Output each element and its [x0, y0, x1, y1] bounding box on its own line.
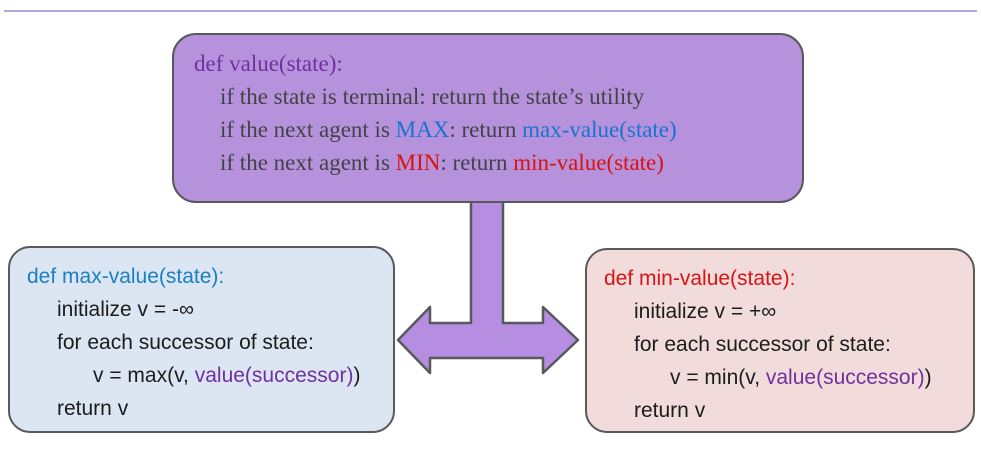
value-box-line-terminal: if the state is terminal: return the sta… — [220, 84, 645, 109]
max-box-line-for: for each successor of state: — [57, 331, 314, 354]
min-update-prefix: v = min(v, — [670, 366, 766, 389]
max-value-call: max-value(state) — [522, 117, 677, 142]
split-arrow-shape — [396, 197, 580, 375]
min-box-line-update: v = min(v, value(successor)) — [670, 361, 973, 394]
min-box-line-init: initialize v = +∞ — [634, 300, 777, 323]
min-box-line-for: for each successor of state: — [634, 333, 891, 356]
value-box-line-min: if the next agent is MIN: return min-val… — [220, 146, 802, 179]
value-successor-call: value(successor) — [194, 364, 354, 387]
min-update-suffix: ) — [924, 366, 932, 389]
max-box-line-init: initialize v = -∞ — [57, 298, 194, 321]
min-value-call: min-value(state) — [513, 150, 664, 175]
max-update-prefix: v = max(v, — [93, 364, 195, 387]
max-box-line-return: return v — [57, 397, 129, 420]
top-divider-rule — [4, 10, 977, 12]
max-box-title: def max-value(state): — [27, 265, 225, 288]
value-function-box: def value(state): if the state is termin… — [172, 33, 804, 203]
max-agent-label: MAX — [395, 117, 450, 142]
value-box-line-max: if the next agent is MAX: return max-val… — [220, 113, 802, 146]
line-max-mid: : return — [449, 117, 523, 142]
max-box-line-update: v = max(v, value(successor)) — [93, 359, 393, 392]
min-value-box: def min-value(state): initialize v = +∞ … — [585, 248, 975, 433]
value-box-title: def value(state): — [194, 51, 343, 76]
max-value-box: def max-value(state): initialize v = -∞ … — [8, 246, 395, 433]
max-update-suffix: ) — [353, 364, 361, 387]
value-successor-call: value(successor) — [765, 366, 925, 389]
line-min-mid: : return — [440, 150, 514, 175]
line-min-prefix: if the next agent is — [220, 150, 396, 175]
line-max-prefix: if the next agent is — [220, 117, 396, 142]
min-box-title: def min-value(state): — [604, 267, 796, 290]
min-box-line-return: return v — [634, 399, 706, 422]
min-agent-label: MIN — [395, 150, 441, 175]
